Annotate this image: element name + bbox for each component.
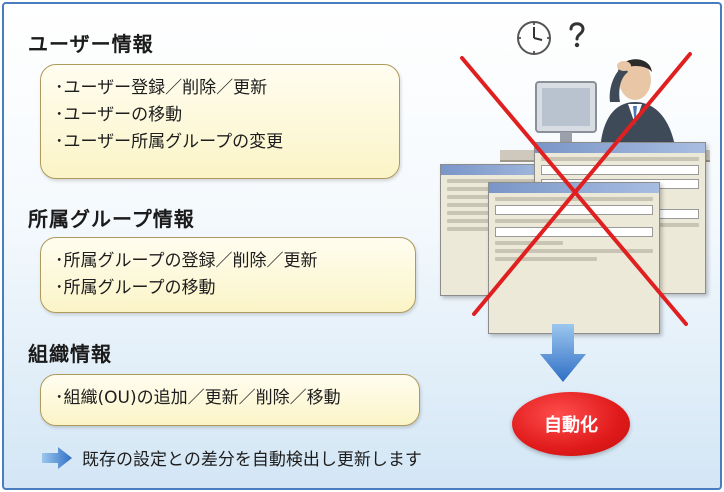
- section-title-user: ユーザー情報: [28, 32, 154, 56]
- question-icon: [569, 22, 585, 48]
- list-item: ･組織(OU)の追加／更新／削除／移動: [55, 388, 341, 408]
- automation-badge: 自動化: [512, 392, 630, 456]
- section-title-org: 組織情報: [28, 342, 112, 366]
- list-item: ･所属グループの登録／削除／更新: [55, 251, 318, 271]
- computer-monitor-icon: [535, 81, 597, 150]
- footer-note-text: 既存の設定との差分を自動検出し更新します: [82, 450, 422, 470]
- list-item: ･ユーザー登録／削除／更新: [55, 78, 268, 98]
- section-title-group: 所属グループ情報: [28, 207, 195, 231]
- down-arrow-icon: [540, 324, 586, 382]
- manual-work-illustration: [440, 14, 720, 334]
- list-item: ･ユーザー所属グループの変更: [55, 132, 284, 152]
- org-info-box: ･組織(OU)の追加／更新／削除／移動: [40, 374, 420, 426]
- red-cross-icon: [460, 52, 692, 326]
- user-info-box: ･ユーザー登録／削除／更新 ･ユーザーの移動 ･ユーザー所属グループの変更: [40, 64, 400, 179]
- group-info-box: ･所属グループの登録／削除／更新 ･所属グループの移動: [40, 237, 416, 313]
- right-arrow-icon: [42, 446, 72, 469]
- list-item: ･所属グループの移動: [55, 278, 216, 298]
- clock-icon: [517, 21, 551, 55]
- list-item: ･ユーザーの移動: [55, 105, 183, 125]
- footer-note: 既存の設定との差分を自動検出し更新します: [42, 445, 422, 470]
